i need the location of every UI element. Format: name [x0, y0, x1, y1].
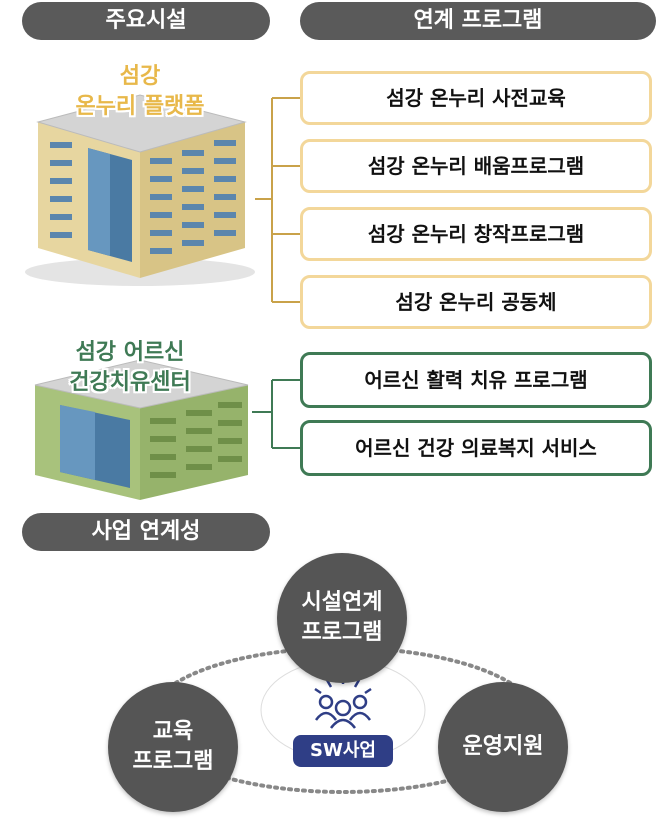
healing-connector	[252, 379, 300, 449]
program-box-prep-education: 섬강 온누리 사전교육	[300, 71, 652, 125]
healing-building-label: 섬강 어르신 건강치유센터	[30, 338, 230, 398]
platform-label-line1: 섬강	[119, 64, 161, 89]
facility-program-circle: 시설연계 프로그램	[277, 553, 407, 683]
healing-label-line1: 섬강 어르신	[75, 340, 185, 365]
healing-building	[34, 359, 249, 500]
linkage-header: 사업 연계성	[22, 513, 270, 551]
education-program-circle: 교육 프로그램	[108, 682, 238, 812]
facilities-header: 주요시설	[22, 2, 270, 40]
operation-support-label: 운영지원	[462, 734, 544, 759]
people-icon	[314, 676, 372, 729]
facility-program-line2: 프로그램	[301, 620, 383, 645]
programs-header: 연계 프로그램	[300, 2, 656, 40]
program-box-learning: 섬강 온누리 배움프로그램	[300, 139, 652, 193]
education-program-line1: 교육	[152, 719, 194, 744]
platform-label-line2: 온누리 플랫폼	[75, 94, 205, 119]
platform-building-label: 섬강 온누리 플랫폼	[40, 62, 240, 122]
program-box-health-welfare: 어르신 건강 의료복지 서비스	[300, 420, 652, 476]
platform-connector	[255, 97, 300, 303]
program-box-vitality-healing: 어르신 활력 치유 프로그램	[300, 352, 652, 408]
program-box-community: 섬강 온누리 공동체	[300, 275, 652, 329]
operation-support-circle: 운영지원	[438, 682, 568, 812]
healing-label-line2: 건강치유센터	[69, 370, 191, 395]
program-box-creative: 섬강 온누리 창작프로그램	[300, 207, 652, 261]
sw-project-badge: SW사업	[293, 735, 393, 767]
education-program-line2: 프로그램	[132, 749, 214, 774]
platform-building	[25, 94, 255, 286]
facility-program-line1: 시설연계	[301, 590, 383, 615]
